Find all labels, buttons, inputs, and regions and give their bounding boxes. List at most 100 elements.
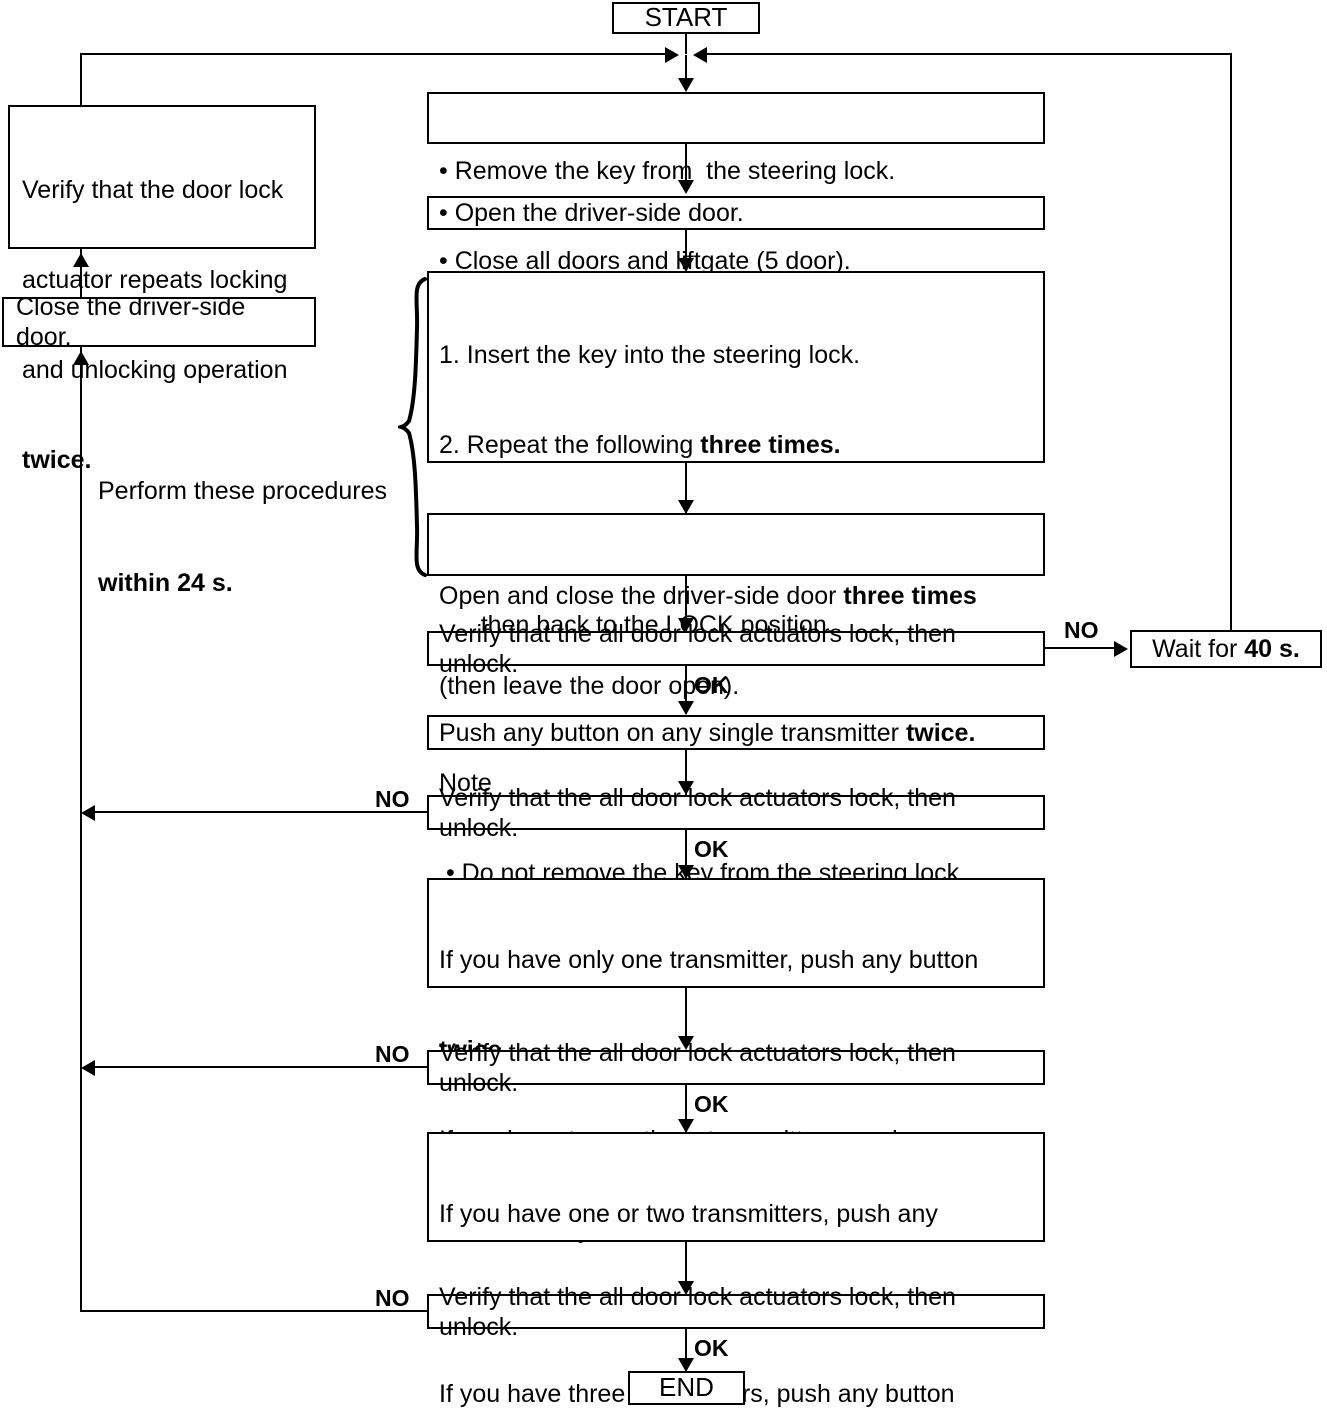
node-push-single-transmitter: Push any button on any single transmitte… — [427, 715, 1045, 750]
arrowhead-to-verify4 — [678, 1281, 694, 1295]
label-no-1: NO — [1064, 617, 1099, 643]
node-key-steps-line-2-emph: three times. — [700, 431, 841, 459]
label-ok-3: OK — [694, 1091, 729, 1117]
connector-verify3-no — [95, 1066, 427, 1068]
connector-verify1-no — [1045, 647, 1117, 649]
node-start: START — [612, 2, 760, 34]
node-key-steps-line-2-text: 2. Repeat the following — [439, 431, 701, 459]
node-open-close-line-1: Open and close the driver-side door thre… — [439, 581, 1033, 611]
node-key-steps: 1. Insert the key into the steering lock… — [427, 271, 1045, 887]
label-no-2: NO — [375, 786, 410, 812]
arrowhead-to-push-other — [678, 865, 694, 879]
node-wait-40s: Wait for 40 s. — [1130, 630, 1322, 668]
label-ok-4: OK — [694, 1335, 729, 1361]
node-wait-40s-label: Wait for 40 s. — [1152, 634, 1300, 664]
connector-start-stem — [685, 34, 687, 54]
arrowhead-to-openclose — [678, 500, 694, 514]
connector-pushsingle-to-verify2 — [685, 750, 687, 795]
node-verify-actuators-1-label: Verify that the all door lock actuators … — [439, 619, 963, 678]
connector-closedoor-to-verifyactuator — [80, 255, 82, 297]
node-close-driver-door-label: Close the driver-side door. — [16, 293, 253, 351]
connector-verify4-no — [80, 1310, 427, 1312]
node-prepare-line-1: • Remove the key from the steering lock. — [439, 157, 896, 185]
node-wait-40s-emph: 40 s. — [1244, 635, 1300, 663]
arrowhead-to-end — [678, 1358, 694, 1372]
arrowhead-to-push-last — [678, 1119, 694, 1133]
node-verify-actuators-3-label: Verify that the all door lock actuators … — [439, 1038, 963, 1097]
annotation-perform-line-1: Perform these procedures — [98, 477, 388, 505]
arrowhead-to-verify-actuator — [73, 253, 89, 267]
arrowhead-to-prepare — [678, 78, 694, 92]
connector-pushother-to-verify3 — [685, 988, 687, 1036]
connector-prepare-to-opendoor — [685, 144, 687, 182]
connector-keysteps-to-openclose — [685, 463, 687, 513]
node-open-close-line-1-text: Open and close the driver-side door — [439, 582, 844, 610]
node-verify-actuators-4-label: Verify that the all door lock actuators … — [439, 1282, 963, 1341]
arrowhead-to-close-driver-door — [73, 351, 89, 365]
node-verify-actuator-line-4-emph: twice. — [22, 446, 92, 474]
annotation-perform-line-2-emph: within 24 s. — [98, 568, 233, 597]
arrowhead-to-verify1 — [678, 618, 694, 632]
node-verify-actuator-repeats: Verify that the door lock actuator repea… — [8, 105, 316, 474]
label-no-4: NO — [375, 1285, 410, 1311]
connector-right-return-top — [707, 53, 1232, 55]
node-verify-actuator-line-1: Verify that the door lock — [22, 176, 284, 204]
connector-verify3-ok — [685, 1085, 687, 1133]
arrowhead-to-verify2 — [678, 781, 694, 795]
connector-verify2-ok — [685, 830, 687, 878]
grouping-brace — [398, 276, 430, 578]
connector-wait-return-up — [1230, 53, 1232, 631]
arrowhead-verify3-no — [81, 1060, 95, 1076]
arrowhead-verify2-no — [81, 805, 95, 821]
node-open-close-three-times: Open and close the driver-side door thre… — [427, 513, 1045, 700]
node-open-close-line-1-emph: three times — [843, 582, 977, 610]
node-end: END — [628, 1371, 745, 1405]
arrowhead-to-opendoor — [678, 180, 694, 194]
label-ok-2: OK — [694, 836, 729, 862]
node-push-single-transmitter-label: Push any button on any single transmitte… — [439, 718, 975, 748]
connector-left-return-top — [80, 53, 665, 55]
node-push-single-emph: twice. — [905, 718, 976, 747]
node-push-other-line-1: If you have only one transmitter, push a… — [439, 946, 979, 974]
connector-openclose-to-verify1 — [685, 576, 687, 631]
arrowhead-right-return-merge — [693, 47, 707, 63]
connector-verify1-ok — [685, 666, 687, 714]
node-verify-actuator-line-2: actuator repeats locking — [22, 266, 288, 294]
connector-merge-down — [685, 55, 687, 80]
node-verify-actuators-4: Verify that the all door lock actuators … — [427, 1283, 1045, 1341]
node-push-other-transmitters: If you have only one transmitter, push a… — [427, 878, 1045, 1244]
node-start-label: START — [644, 2, 728, 33]
node-verify-actuator-line-3: and unlocking operation — [22, 356, 288, 384]
arrowhead-left-return-merge — [665, 47, 679, 63]
arrowhead-to-wait — [1114, 641, 1128, 657]
node-verify-actuators-1: Verify that the all door lock actuators … — [427, 620, 1045, 678]
label-no-3: NO — [375, 1041, 410, 1067]
node-push-last-transmitter: If you have one or two transmitters, pus… — [427, 1132, 1045, 1408]
annotation-perform-within: Perform these procedures within 24 s. — [98, 415, 398, 659]
node-verify-actuators-3: Verify that the all door lock actuators … — [427, 1039, 1045, 1097]
node-end-label: END — [659, 1372, 714, 1403]
connector-opendoor-to-keysteps — [685, 230, 687, 270]
arrowhead-to-keysteps — [678, 258, 694, 272]
connector-verify4-ok — [685, 1329, 687, 1373]
node-prepare: • Remove the key from the steering lock.… — [427, 92, 1045, 275]
arrowhead-to-verify3 — [678, 1036, 694, 1050]
node-close-driver-door: Close the driver-side door. — [2, 293, 316, 351]
node-key-steps-note-heading: Note — [439, 769, 492, 797]
node-verify-actuator-line-4: twice. — [22, 445, 302, 475]
node-verify-actuators-2: Verify that the all door lock actuators … — [427, 784, 1045, 842]
connector-verify2-no — [95, 811, 427, 813]
annotation-perform-line-2: within 24 s. — [98, 568, 398, 599]
node-open-close-line-2: (then leave the door open). — [439, 672, 740, 700]
node-key-steps-line-2: 2. Repeat the following three times. — [439, 430, 1033, 460]
node-verify-actuators-2-label: Verify that the all door lock actuators … — [439, 783, 963, 842]
node-open-driver-door-label: • Open the driver-side door. — [439, 199, 744, 227]
connector-pushlast-to-verify4 — [685, 1242, 687, 1290]
label-ok-1: OK — [694, 672, 729, 698]
node-push-single-text: Push any button on any single transmitte… — [439, 718, 906, 747]
connector-left-trunk — [80, 53, 82, 1312]
node-push-last-line-1: If you have one or two transmitters, pus… — [439, 1200, 938, 1228]
node-key-steps-line-1: 1. Insert the key into the steering lock… — [439, 341, 861, 369]
arrowhead-to-push-single — [678, 701, 694, 715]
